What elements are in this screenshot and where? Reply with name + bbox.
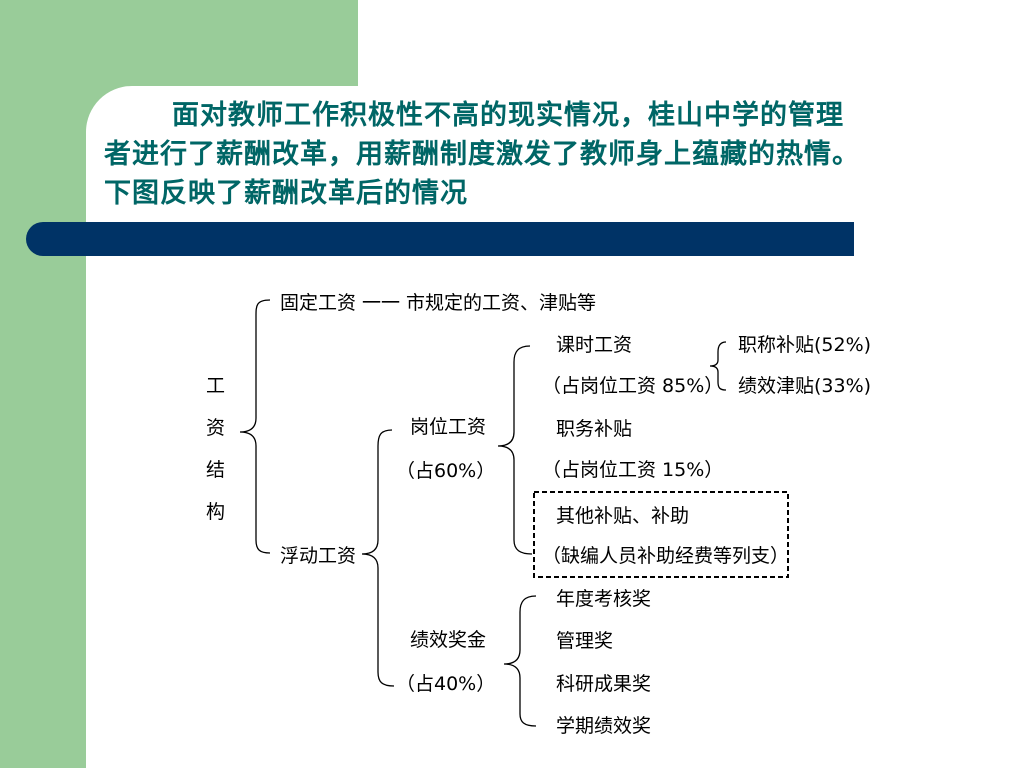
bonus-item-annual: 年度考核奖: [556, 588, 651, 610]
bonus-item-research: 科研成果奖: [556, 673, 651, 695]
duty-allowance-label: 职务补贴: [556, 418, 632, 440]
root-label-char: 资: [206, 417, 225, 439]
class-brace: [709, 341, 727, 391]
root-label-char: 构: [206, 501, 225, 523]
green-left-strip: [0, 0, 86, 768]
root-label-char: 工: [206, 375, 225, 397]
bonus-item-semester: 学期绩效奖: [556, 715, 651, 737]
post-wage-share: （占60%）: [396, 460, 495, 482]
root-label: 工资结构: [206, 375, 225, 523]
floating-brace: [361, 429, 395, 687]
merit-allowance-label: 绩效津贴(33%): [738, 375, 871, 397]
bonus-label: 绩效奖金: [410, 629, 486, 651]
other-allowance-label: 其他补贴、补助: [556, 505, 689, 527]
duty-allowance-share: （占岗位工资 15%）: [542, 459, 723, 481]
root-brace: [239, 299, 271, 554]
post-brace: [497, 345, 533, 555]
intro-paragraph: 面对教师工作积极性不高的现实情况，桂山中学的管理者进行了薪酬改革，用薪酬制度激发…: [104, 100, 860, 209]
title-divider-bar: [26, 222, 854, 256]
floating-wage-label: 浮动工资: [280, 545, 356, 567]
post-wage-label: 岗位工资: [410, 416, 486, 438]
class-wage-share: （占岗位工资 85%）: [542, 375, 723, 397]
class-wage-label: 课时工资: [556, 334, 632, 356]
content-panel: [86, 86, 1024, 768]
bonus-share: （占40%）: [396, 673, 495, 695]
other-allowance-box: [533, 491, 789, 578]
bonus-item-management: 管理奖: [556, 630, 613, 652]
bonus-brace: [503, 595, 537, 727]
fixed-connector: 一一: [362, 292, 400, 314]
root-label-char: 结: [206, 459, 225, 481]
fixed-wage-label: 固定工资: [280, 292, 356, 314]
fixed-wage-detail: 市规定的工资、津贴等: [406, 292, 596, 314]
title-allowance-label: 职称补贴(52%): [738, 334, 871, 356]
other-allowance-note: （缺编人员补助经费等列支）: [542, 545, 789, 567]
